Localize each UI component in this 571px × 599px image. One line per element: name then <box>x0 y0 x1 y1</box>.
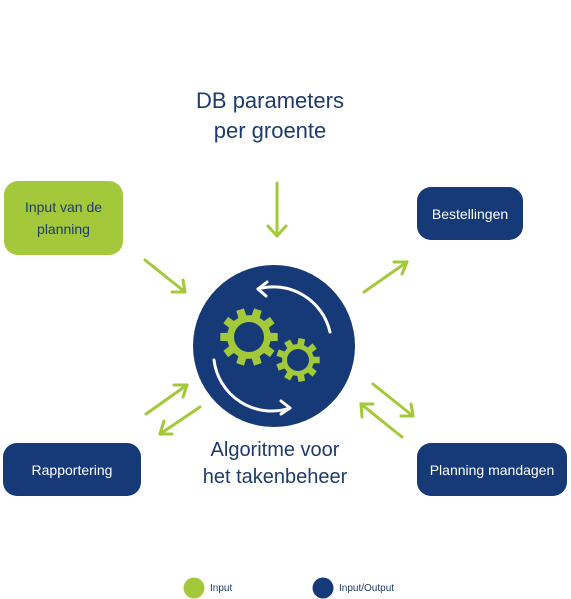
title-line-1: DB parameters <box>196 88 344 113</box>
arrows-center-planning <box>359 382 415 439</box>
legend-dot-io <box>312 577 334 599</box>
arrow-input-to-center <box>143 258 187 294</box>
small-gear-icon-hole <box>287 349 309 371</box>
arrows-center-rapportering <box>144 383 202 436</box>
node-bestellingen: Bestellingen <box>417 187 523 240</box>
diagram-title: DB parameters per groente <box>150 86 390 146</box>
legend-dot-input <box>183 577 205 599</box>
arrow-center-to-bestellingen <box>362 260 409 294</box>
node-planning-mandagen-label: Planning mandagen <box>429 461 555 478</box>
node-input-line-2: planning <box>37 221 90 237</box>
gears-icon <box>220 308 320 382</box>
center-label-line-2: het takenbeheer <box>202 466 348 488</box>
legend-label-io: Input/Output <box>339 583 395 594</box>
center-label-line-1: Algoritme voor <box>210 439 340 461</box>
node-rapportering: Rapportering <box>3 443 141 496</box>
center-label: Algoritme voor het takenbeheer <box>190 437 360 491</box>
node-planning-mandagen: Planning mandagen <box>417 443 567 496</box>
node-bestellingen-label: Bestellingen <box>431 205 509 222</box>
arrow-title-to-center <box>266 181 288 238</box>
cycle-arrows-icon <box>212 280 332 416</box>
node-input-van-de-planning: Input van de planning <box>4 181 123 255</box>
node-rapportering-label: Rapportering <box>31 461 113 478</box>
legend-label-input: Input <box>210 583 233 594</box>
large-gear-icon-hole <box>234 322 264 352</box>
algorithm-circle <box>193 265 355 427</box>
title-line-2: per groente <box>213 118 327 143</box>
node-input-line-1: Input van de <box>24 199 103 215</box>
